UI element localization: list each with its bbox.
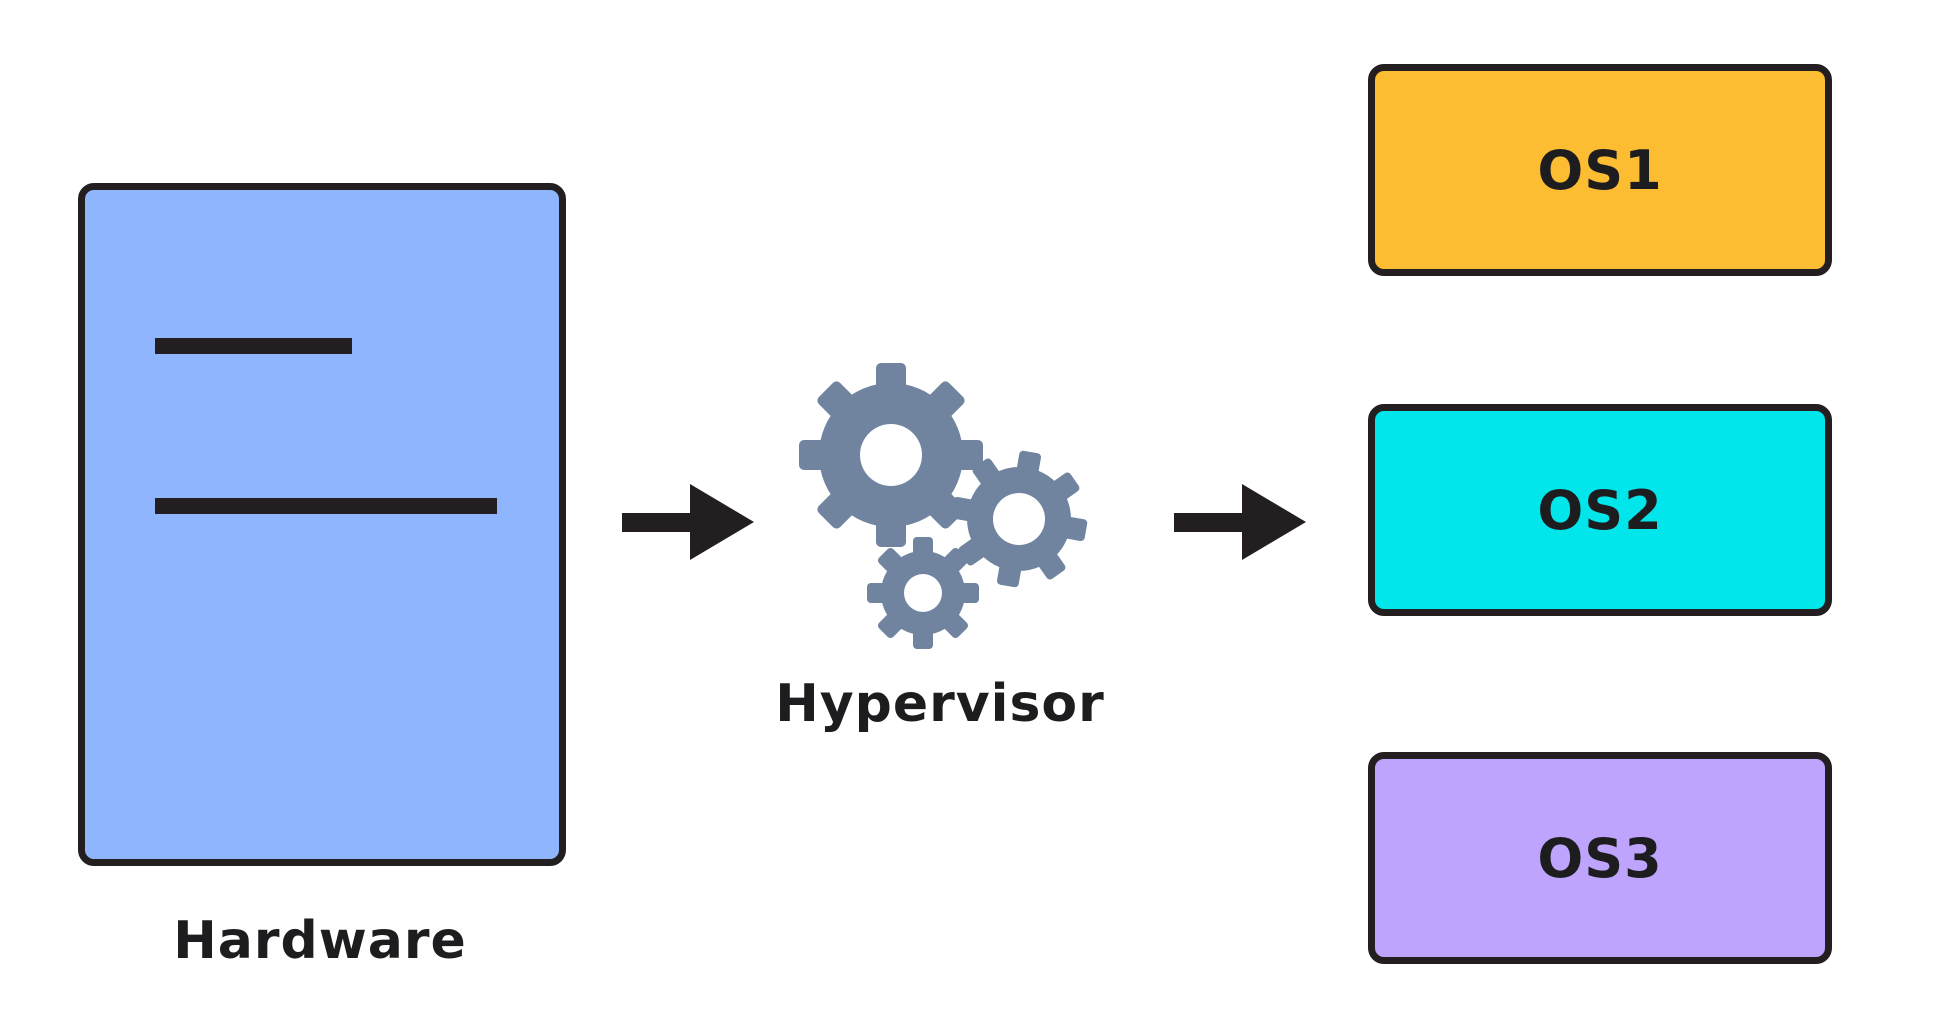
os2-label: OS2 bbox=[1537, 478, 1663, 542]
small-gear-icon bbox=[867, 537, 979, 649]
os1-box: OS1 bbox=[1368, 64, 1832, 276]
os3-box: OS3 bbox=[1368, 752, 1832, 964]
large-gear-icon bbox=[799, 363, 983, 547]
right-arrow-icon bbox=[1174, 484, 1306, 560]
os3-label: OS3 bbox=[1537, 826, 1663, 890]
right-arrow-icon bbox=[622, 484, 754, 560]
gears-icon bbox=[799, 363, 1088, 649]
medium-gear-icon bbox=[950, 450, 1088, 588]
os2-box: OS2 bbox=[1368, 404, 1832, 616]
hypervisor-label: Hypervisor bbox=[775, 674, 1105, 734]
hardware-line-short bbox=[155, 338, 352, 354]
hardware-label: Hardware bbox=[173, 911, 467, 971]
hardware-line-long bbox=[155, 498, 497, 514]
hardware-box bbox=[78, 183, 566, 866]
os1-label: OS1 bbox=[1537, 138, 1663, 202]
